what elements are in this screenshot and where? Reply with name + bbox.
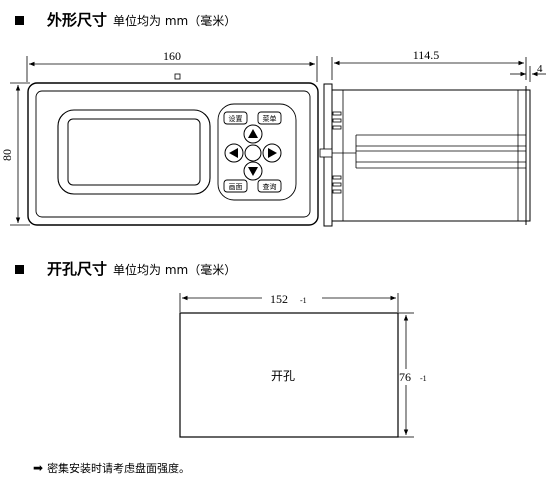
dimension-label-height: 80: [0, 149, 14, 161]
center-key: [244, 144, 262, 162]
keypad-area: [217, 103, 297, 201]
section-heading-dimensions: 外形尺寸 单位均为 mm（毫米）: [15, 9, 236, 30]
front-panel: [35, 90, 311, 218]
svg-text:菜单: 菜单: [263, 114, 277, 123]
dimension-label-width: 160: [163, 49, 181, 63]
left-arrow-icon: [229, 148, 238, 158]
side-view: 114.5 4: [319, 48, 546, 227]
clamp-screw: [319, 148, 356, 158]
cutout-drawing: 152 -1 76 -1 开孔: [179, 291, 427, 438]
dimension-height-80: 80: [0, 82, 30, 226]
side-housing: [331, 89, 531, 222]
down-arrow-icon: [248, 167, 258, 176]
front-view: 160 80 设置 菜单: [0, 49, 319, 226]
cutout-rectangle: [179, 312, 399, 438]
dimension-width-160: 160: [26, 49, 318, 82]
vent-slots-bottom: [332, 175, 342, 194]
cutout-height-tolerance: -1: [420, 374, 427, 383]
dimension-label-depth: 114.5: [413, 48, 440, 62]
lcd-screen: [67, 118, 201, 186]
section-title: 开孔尺寸: [47, 260, 108, 278]
square-bullet-icon: [15, 265, 24, 274]
dimension-thickness: 4: [510, 63, 546, 82]
arrow-right-icon: ➡: [33, 461, 44, 475]
footer-note: ➡密集安装时请考虑盘面强度。: [33, 460, 190, 476]
query-button: 查询: [257, 179, 282, 193]
svg-text:画面: 画面: [229, 183, 243, 191]
settings-button: 设置: [223, 111, 248, 125]
unit-note: 单位均为 mm（毫米）: [113, 14, 237, 28]
vent-slots-top: [332, 111, 342, 130]
dimension-depth: 114.5: [331, 48, 527, 80]
up-arrow-icon: [248, 129, 258, 138]
mounting-rail: [355, 134, 526, 169]
section-title: 外形尺寸: [47, 11, 108, 29]
menu-button: 菜单: [257, 111, 282, 125]
display-button: 画面: [223, 179, 248, 193]
front-bezel: [27, 82, 319, 226]
cutout-width-tolerance: -1: [300, 296, 307, 305]
right-arrow-icon: [268, 148, 277, 158]
square-bullet-icon: [15, 16, 24, 25]
svg-text:查询: 查询: [263, 182, 277, 191]
cutout-width-label: 152: [270, 292, 288, 306]
cutout-center-label: 开孔: [271, 369, 295, 383]
section-heading-cutout: 开孔尺寸 单位均为 mm（毫米）: [15, 258, 236, 279]
cutout-height-label: 76: [399, 370, 411, 384]
footer-note-text: 密集安装时请考虑盘面强度。: [47, 462, 191, 475]
lcd-bezel: [57, 109, 211, 195]
indicator-mark: [174, 73, 181, 80]
unit-note: 单位均为 mm（毫米）: [113, 263, 237, 277]
direction-pad: [224, 124, 282, 181]
dimension-label-thickness: 4: [537, 63, 543, 75]
svg-text:设置: 设置: [229, 114, 243, 123]
